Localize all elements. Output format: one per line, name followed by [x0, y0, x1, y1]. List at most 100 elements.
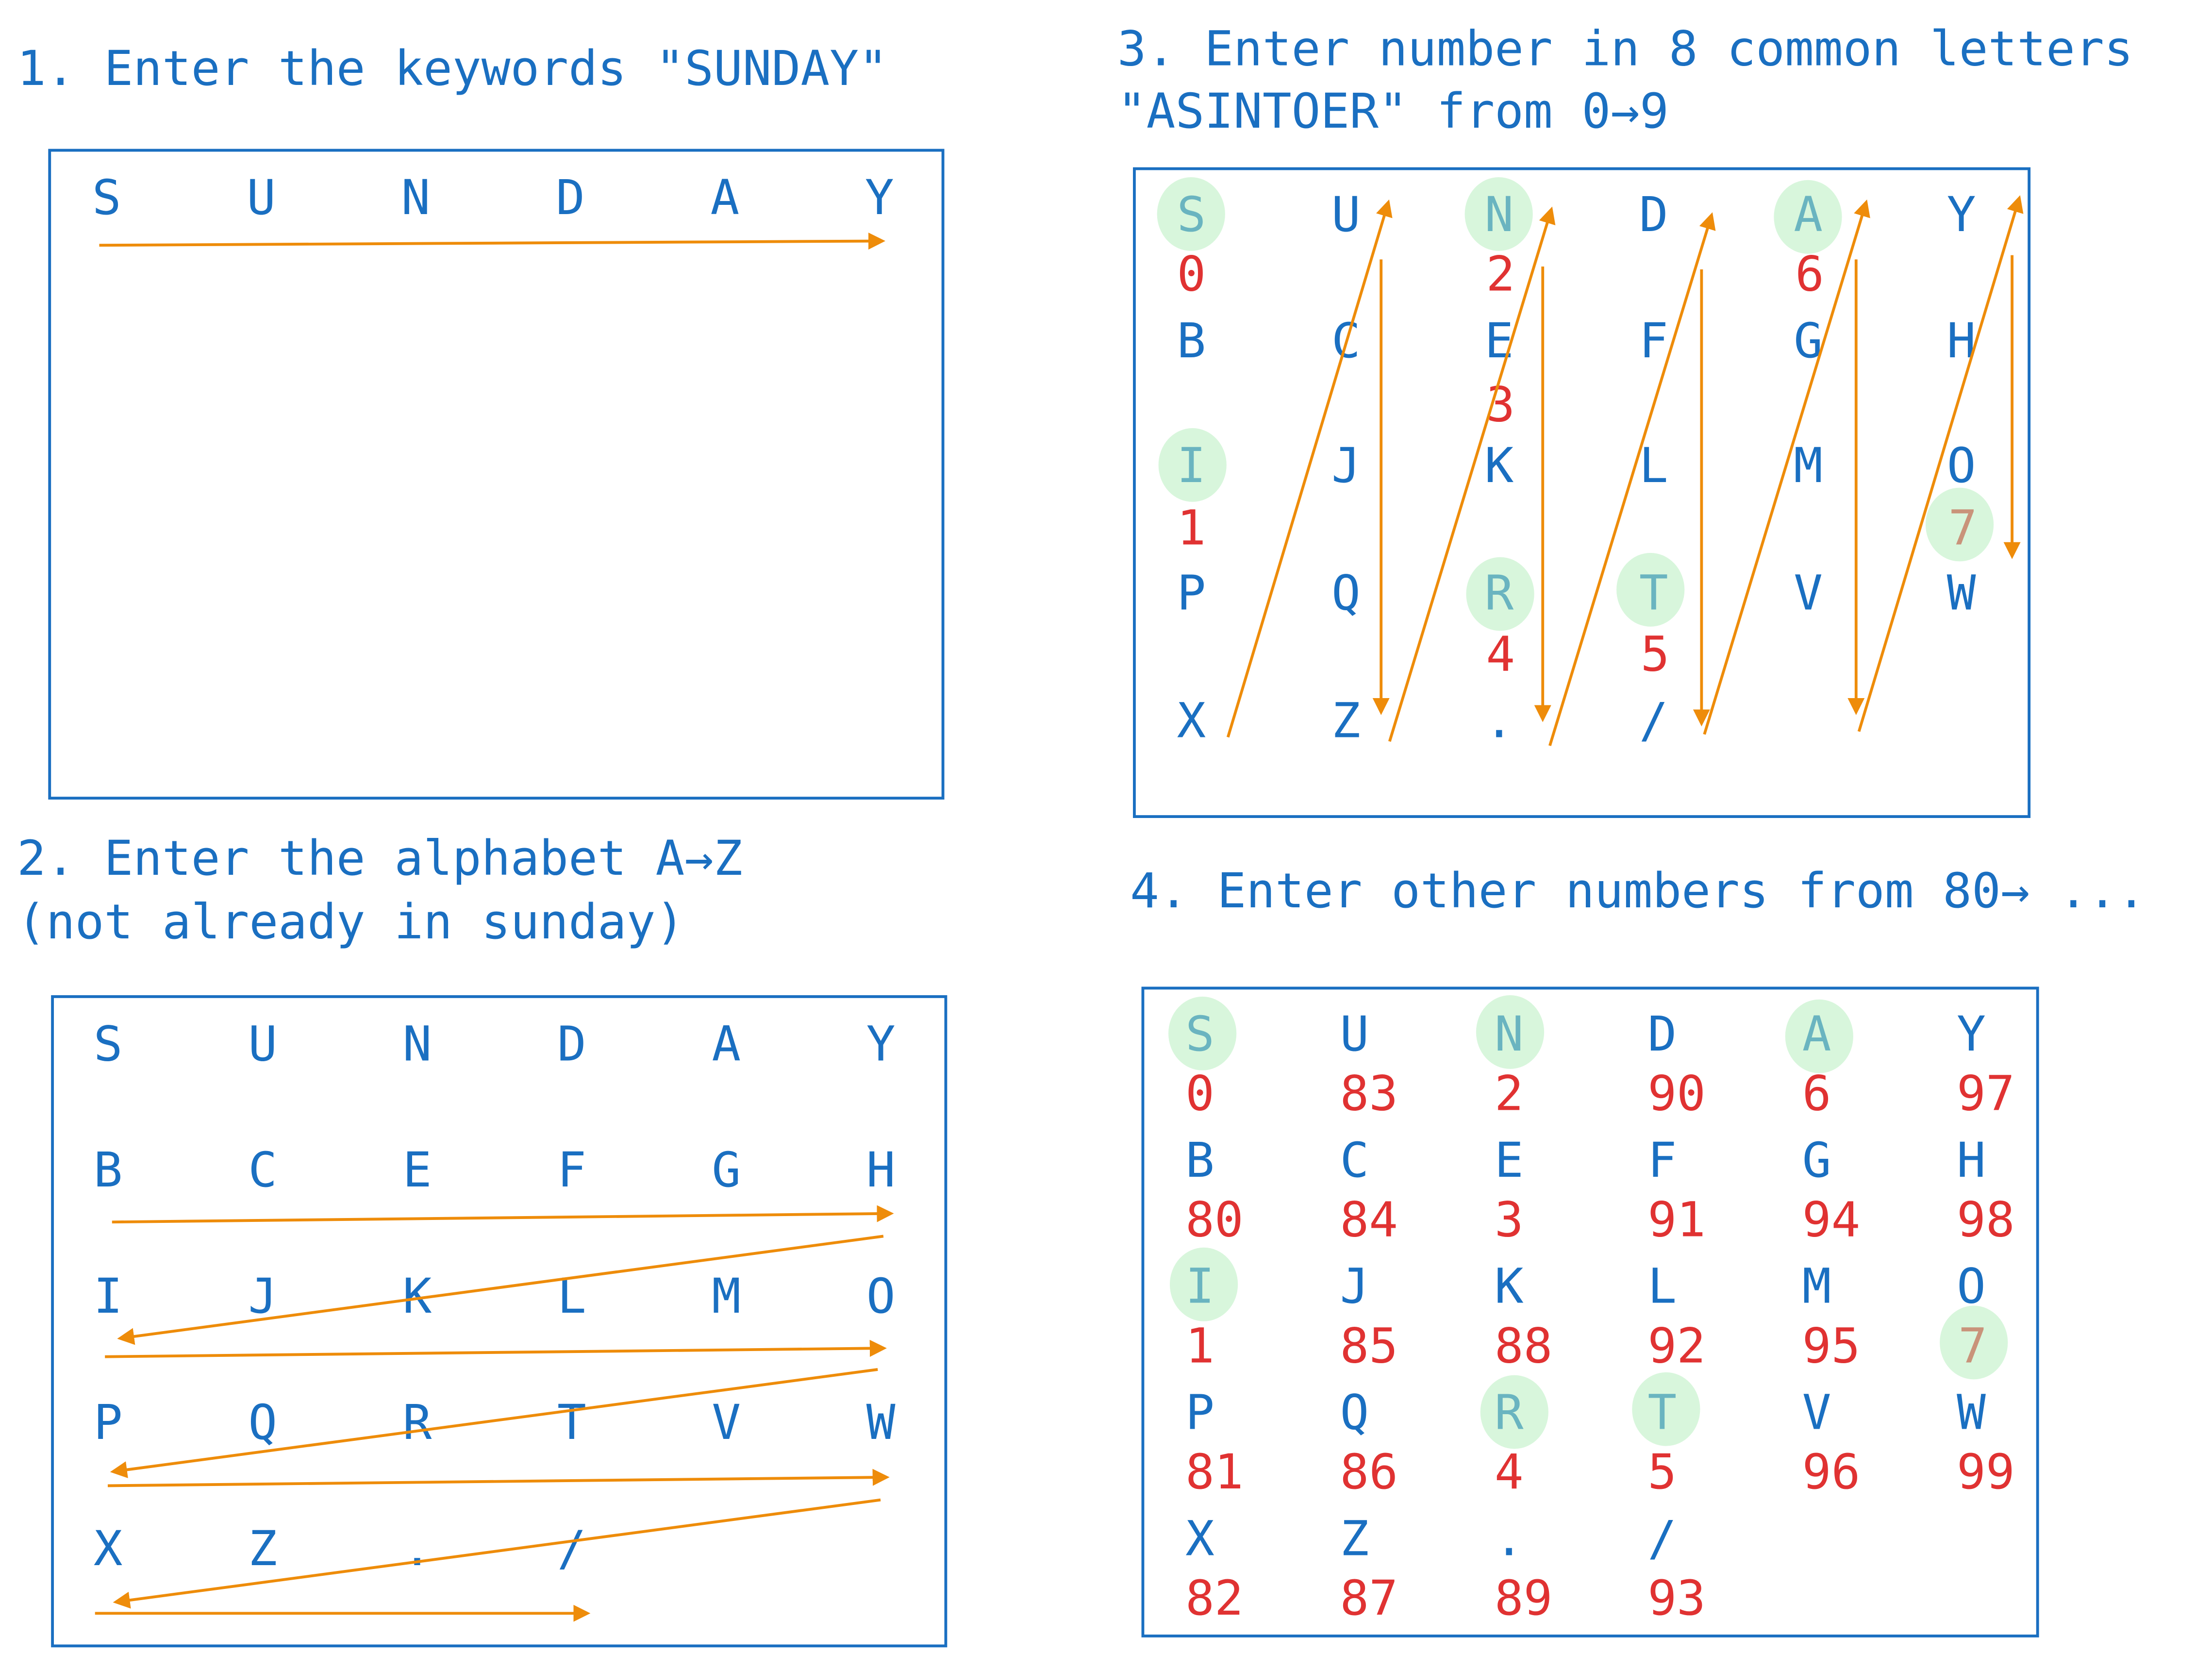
grid-letter: Y [1957, 1006, 1986, 1062]
grid-letter-highlighted: N [1484, 187, 1513, 243]
step2-title-line1: 2. Enter the alphabet A→Z [17, 831, 743, 886]
grid-letter: H [1957, 1133, 1986, 1188]
cipher-number-highlighted: 7 [1958, 1318, 1987, 1374]
step1-letter: U [247, 170, 276, 226]
grid-letter: / [1639, 693, 1668, 749]
grid-letter-highlighted: R [1495, 1385, 1524, 1441]
grid-letter: . [1484, 693, 1513, 749]
grid-letter: C [1340, 1133, 1369, 1188]
cipher-number: 86 [1340, 1444, 1398, 1500]
grid-letter: P [1185, 1385, 1214, 1441]
grid-letter: I [94, 1269, 123, 1324]
cipher-number: 82 [1185, 1570, 1244, 1626]
grid-letter: U [248, 1016, 277, 1072]
grid-letter: J [1340, 1259, 1369, 1315]
grid-letter: M [1794, 438, 1823, 494]
grid-letter: D [1639, 187, 1668, 243]
grid-letter: Q [1331, 566, 1361, 621]
cipher-number: 6 [1795, 247, 1824, 302]
grid-letter: O [866, 1269, 896, 1324]
cipher-number: 1 [1185, 1318, 1214, 1374]
step3-column-arrows-icon [1226, 195, 2024, 746]
cipher-number-highlighted: 7 [1948, 500, 1978, 556]
grid-letter: M [1802, 1259, 1831, 1315]
grid-letter-highlighted: I [1185, 1259, 1214, 1315]
grid-letter: S [94, 1016, 123, 1072]
grid-letter: L [1639, 438, 1668, 494]
grid-letter-highlighted: T [1647, 1385, 1677, 1441]
grid-letter: W [866, 1395, 896, 1451]
grid-letter-highlighted: S [1177, 187, 1206, 243]
cipher-number: 0 [1185, 1066, 1214, 1122]
grid-letter: P [94, 1395, 123, 1451]
grid-letter: D [557, 1016, 586, 1072]
cipher-number: 3 [1495, 1192, 1524, 1248]
grid-letter: K [1495, 1259, 1524, 1315]
grid-letter: W [1957, 1385, 1986, 1441]
grid-letter: X [1185, 1511, 1214, 1567]
grid-letter: O [1947, 438, 1976, 494]
grid-letter: / [557, 1521, 586, 1577]
grid-letter: J [1331, 438, 1361, 494]
cipher-number: 89 [1495, 1570, 1553, 1626]
grid-letter: F [1647, 1133, 1677, 1188]
grid-letter: Q [1340, 1385, 1369, 1441]
step3-title-line2: "ASINTOER" from 0→9 [1117, 83, 1669, 139]
cipher-number: 83 [1340, 1066, 1398, 1122]
grid-letter: U [1331, 187, 1361, 243]
step4-grid: S U N D A Y 0 83 2 90 6 97 B C E F G H 8… [1185, 1006, 2015, 1626]
grid-letter: W [1947, 566, 1976, 621]
step2-panel: 2. Enter the alphabet A→Z (not already i… [17, 831, 948, 1648]
grid-letter: K [1484, 438, 1513, 494]
grid-letter: Q [248, 1395, 277, 1451]
grid-letter: P [1177, 566, 1206, 621]
grid-letter: Y [866, 1016, 896, 1072]
grid-letter: J [248, 1269, 277, 1324]
step1-direction-arrow-icon [99, 233, 885, 250]
cipher-number: 2 [1495, 1066, 1524, 1122]
cipher-number: 5 [1647, 1444, 1677, 1500]
cipher-number: 0 [1177, 247, 1206, 302]
cipher-number: 1 [1177, 500, 1206, 556]
grid-letter: H [866, 1142, 896, 1198]
grid-letter-highlighted: S [1185, 1006, 1214, 1062]
grid-letter: B [1177, 313, 1206, 369]
grid-letter-highlighted: A [1794, 187, 1823, 243]
cipher-number: 90 [1647, 1066, 1706, 1122]
grid-letter: Z [1331, 693, 1361, 749]
cipher-number: 96 [1802, 1444, 1861, 1500]
grid-letter: N [403, 1016, 432, 1072]
grid-letter: G [1802, 1133, 1831, 1188]
cipher-number: 95 [1802, 1318, 1861, 1374]
grid-letter: C [248, 1142, 277, 1198]
grid-letter: X [94, 1521, 123, 1577]
cipher-number: 93 [1647, 1570, 1706, 1626]
grid-letter: M [712, 1269, 741, 1324]
cipher-number: 85 [1340, 1318, 1398, 1374]
grid-letter: T [557, 1395, 586, 1451]
cipher-number: 4 [1495, 1444, 1524, 1500]
step1-letter: D [556, 170, 585, 226]
step3-grid: S U N D A Y 0 2 6 B C E F G H 3 I J K L … [1177, 187, 1978, 749]
step4-box [1141, 986, 2039, 1637]
grid-letter: E [1495, 1133, 1524, 1188]
cipher-number: 98 [1957, 1192, 2015, 1248]
grid-letter: Z [248, 1521, 277, 1577]
grid-letter: G [712, 1142, 741, 1198]
step2-zigzag-arrows-icon [95, 1205, 894, 1622]
grid-letter: B [1185, 1133, 1214, 1188]
cipher-number: 6 [1802, 1066, 1831, 1122]
step1-title: 1. Enter the keywords "SUNDAY" [17, 41, 888, 97]
cipher-number: 87 [1340, 1570, 1398, 1626]
grid-letter: D [1647, 1006, 1677, 1062]
cipher-number: 4 [1486, 626, 1515, 682]
grid-letter: A [712, 1016, 741, 1072]
step3-title-line1: 3. Enter number in 8 common letters [1117, 21, 2133, 77]
step1-panel: 1. Enter the keywords "SUNDAY" S U N D A… [17, 41, 945, 800]
grid-letter: R [403, 1395, 432, 1451]
cipher-number: 99 [1957, 1444, 2015, 1500]
step1-box [48, 149, 945, 800]
step3-panel: 3. Enter number in 8 common letters "ASI… [1117, 21, 2133, 818]
cipher-number: 94 [1802, 1192, 1861, 1248]
